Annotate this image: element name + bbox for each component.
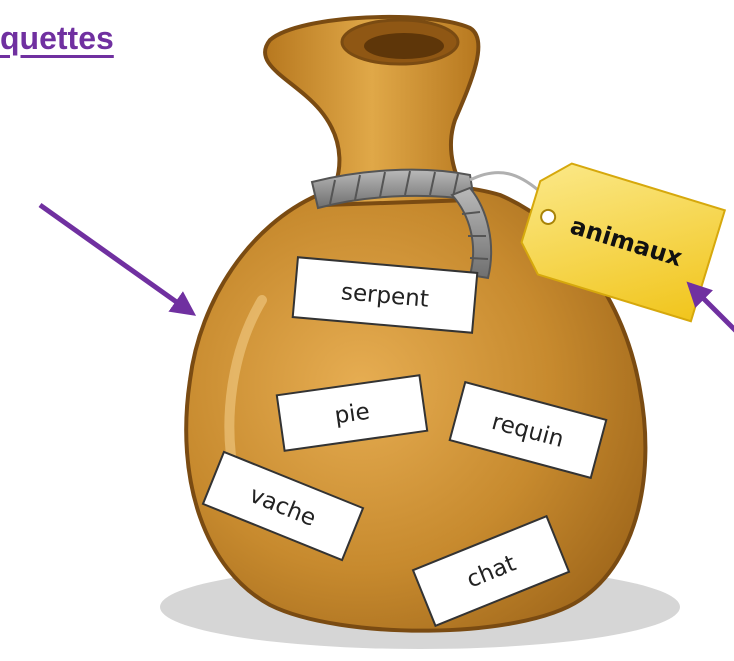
tag-string [470, 173, 538, 190]
bag-opening-inner [364, 33, 444, 59]
left-arrow [40, 205, 192, 313]
card-pie-label: pie [333, 399, 371, 430]
